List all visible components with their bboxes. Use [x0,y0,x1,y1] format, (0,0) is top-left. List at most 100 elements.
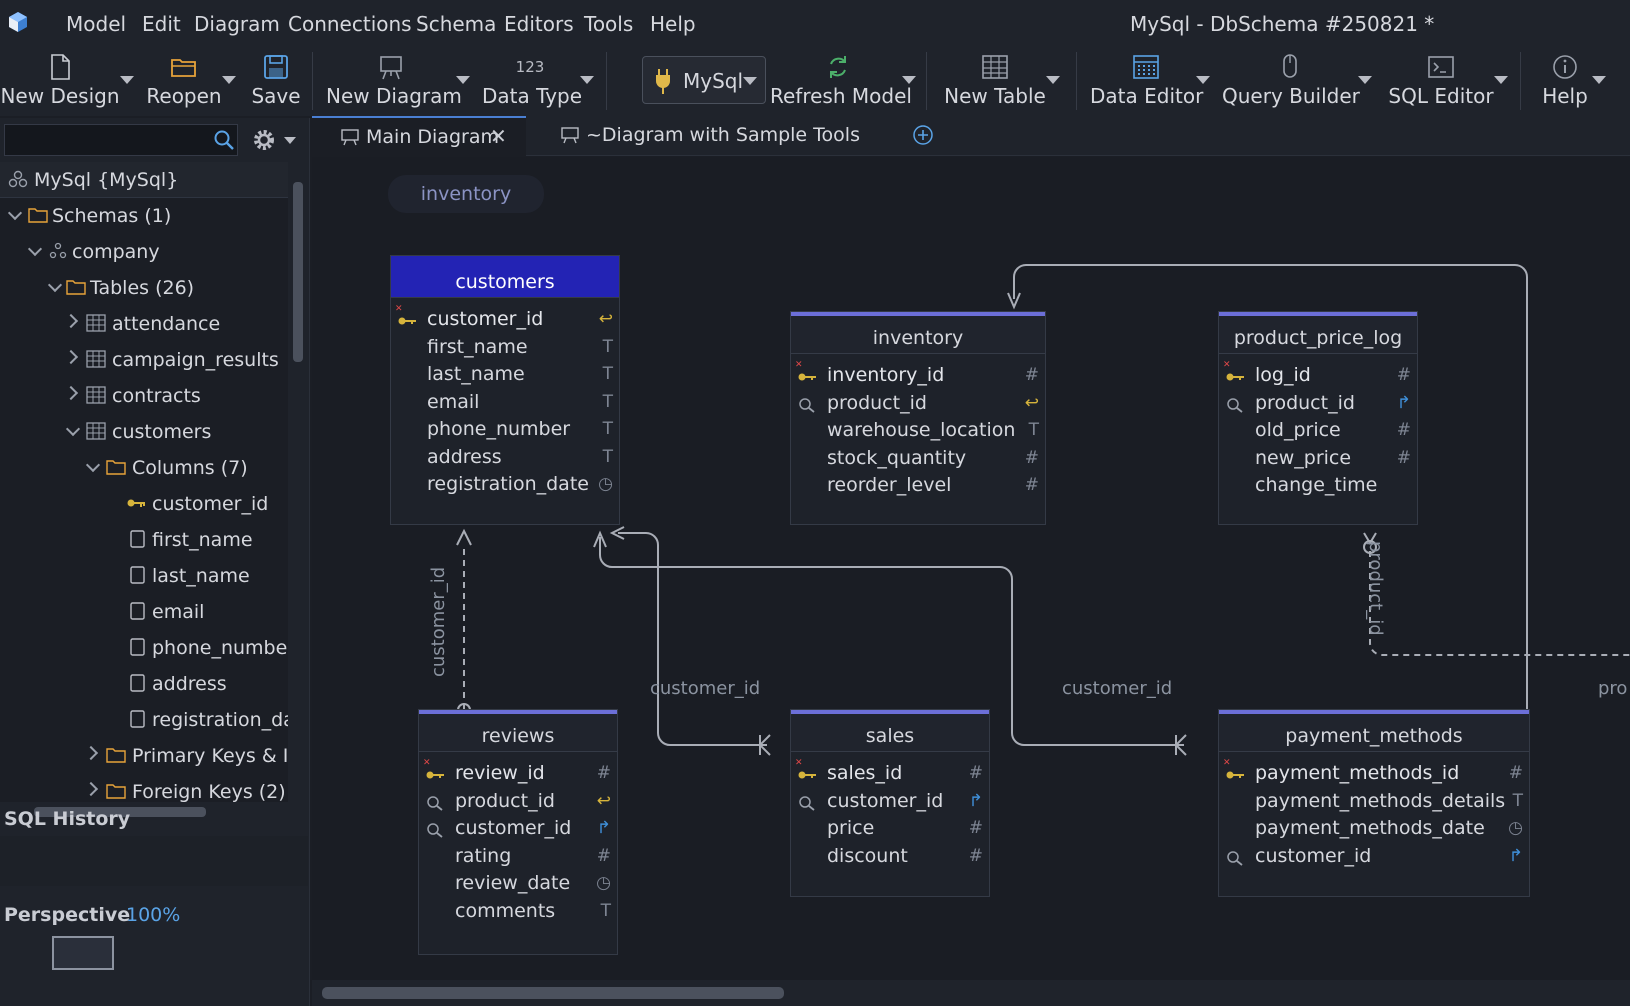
tree-table-contracts[interactable]: contracts [0,378,288,414]
tree-columns-folder[interactable]: Columns (7) [0,450,288,486]
relation-label[interactable]: customer_id [650,678,761,699]
data-editor-dropdown[interactable] [1196,76,1210,84]
entity-column[interactable]: product_id↱ [1219,390,1417,418]
menu-diagram[interactable]: Diagram [194,12,280,36]
entity-column[interactable]: customer_id↱ [419,815,617,843]
refresh-model-dropdown[interactable] [902,76,916,84]
relation-label[interactable]: pro [1598,678,1628,699]
data-editor-button[interactable]: Data Editor [1090,46,1203,116]
tree-column-item[interactable]: last_name [0,558,288,594]
tree-vertical-scrollbar[interactable] [290,162,306,802]
tree-column-item[interactable]: email [0,594,288,630]
entity-column[interactable]: change_time [1219,472,1417,500]
chevron-down-icon[interactable] [85,457,101,473]
tree-search-input[interactable] [4,124,238,156]
data-type-dropdown[interactable] [580,76,594,84]
entity-column[interactable]: customer_id↱ [791,788,989,816]
relation-sales-customers[interactable] [618,532,767,746]
tree-column-item[interactable]: address [0,666,288,702]
entity-column[interactable]: reorder_level# [791,472,1045,500]
new-design-dropdown[interactable] [120,76,134,84]
entity-column[interactable]: product_id↩ [419,788,617,816]
close-icon[interactable]: ✕ [490,124,507,148]
entity-column[interactable]: stock_quantity# [791,445,1045,473]
chevron-down-icon[interactable] [27,241,43,257]
menu-editors[interactable]: Editors [504,12,574,36]
chevron-down-icon[interactable] [65,421,81,437]
refresh-model-button[interactable]: Refresh Model [770,46,912,116]
relation-label[interactable]: customer_id [1062,678,1173,699]
entity-title[interactable]: payment_methods [1219,710,1529,752]
tree-tables-folder[interactable]: Tables (26) [0,270,288,306]
new-diagram-dropdown[interactable] [456,76,470,84]
tree-primary-keys-folder[interactable]: Primary Keys & Ir [0,738,288,774]
entity-title[interactable]: customers [391,256,619,298]
tree-column-item[interactable]: customer_id [0,486,288,522]
reopen-button[interactable]: Reopen [146,46,222,116]
entity-column[interactable]: price# [791,815,989,843]
scrollbar-thumb[interactable] [322,987,784,999]
perspective-title[interactable]: Perspective [4,904,131,926]
entity-payment-methods[interactable]: payment_methods ✕payment_methods_id#paym… [1218,709,1530,897]
gear-icon[interactable] [250,126,278,154]
entity-product-price-log[interactable]: product_price_log ✕log_id#product_id↱old… [1218,311,1418,525]
tree-table-attendance[interactable]: attendance [0,306,288,342]
entity-column[interactable]: new_price# [1219,445,1417,473]
relation-label[interactable]: customer_id [428,566,449,677]
sql-editor-button[interactable]: SQL Editor [1386,46,1496,116]
entity-title[interactable]: reviews [419,710,617,752]
chevron-down-icon[interactable] [47,277,63,293]
entity-column[interactable]: old_price# [1219,417,1417,445]
entity-column[interactable]: discount# [791,843,989,871]
tab-diagram-sample-tools[interactable]: ~Diagram with Sample Tools [528,116,868,156]
entity-sales[interactable]: sales ✕sales_id#customer_id↱price#discou… [790,709,990,897]
sql-history-title[interactable]: SQL History [4,808,131,830]
new-table-button[interactable]: New Table [940,46,1050,116]
relation-offscreen-inventory[interactable] [1013,264,1528,837]
scrollbar-thumb[interactable] [34,807,206,817]
tab-main-diagram[interactable]: Main Diagram ✕ [312,116,526,156]
menu-schema[interactable]: Schema [416,12,497,36]
data-type-button[interactable]: 123 Data Type [482,46,582,116]
chevron-down-icon[interactable] [284,137,296,144]
add-tab-icon[interactable] [912,124,934,146]
tree-root-connection[interactable]: MySql {MySql} [0,162,288,198]
scrollbar-thumb[interactable] [293,182,303,362]
entity-title[interactable]: product_price_log [1219,312,1417,354]
entity-column[interactable]: registration_date◷ [391,471,619,499]
entity-column[interactable]: ✕customer_id↩ [391,304,619,334]
tree-schemas-folder[interactable]: Schemas (1) [0,198,288,234]
relation-label[interactable]: product_id [1365,541,1386,636]
chevron-right-icon[interactable] [63,349,79,365]
chevron-right-icon[interactable] [63,385,79,401]
relation-price-log-product[interactable] [1369,551,1630,656]
sql-editor-dropdown[interactable] [1494,76,1508,84]
entity-column[interactable]: review_date◷ [419,870,617,898]
diagram-overview-viewport[interactable] [52,936,114,970]
tree-foreign-keys-folder[interactable]: Foreign Keys (2) [0,774,288,802]
diagram-group-label[interactable]: inventory [388,175,544,213]
save-button[interactable]: Save [248,46,304,116]
tree-column-item[interactable]: registration_da [0,702,288,738]
search-icon[interactable] [213,129,235,151]
menu-connections[interactable]: Connections [288,12,412,36]
diagram-canvas[interactable]: customer_id customer_id customer_id prod… [312,157,1630,980]
tree-schema-company[interactable]: company [0,234,288,270]
entity-column[interactable]: ✕review_id# [419,758,617,788]
entity-column[interactable]: rating# [419,843,617,871]
entity-column[interactable]: customer_id↱ [1219,843,1529,871]
help-button[interactable]: Help [1532,46,1598,116]
relation-payment-customers[interactable] [599,537,1184,746]
query-builder-dropdown[interactable] [1358,76,1372,84]
entity-column[interactable]: ✕payment_methods_id# [1219,758,1529,788]
zoom-level[interactable]: 100% [126,904,181,926]
entity-column[interactable]: product_id↩ [791,390,1045,418]
entity-title[interactable]: sales [791,710,989,752]
entity-reviews[interactable]: reviews ✕review_id#product_id↩customer_i… [418,709,618,955]
